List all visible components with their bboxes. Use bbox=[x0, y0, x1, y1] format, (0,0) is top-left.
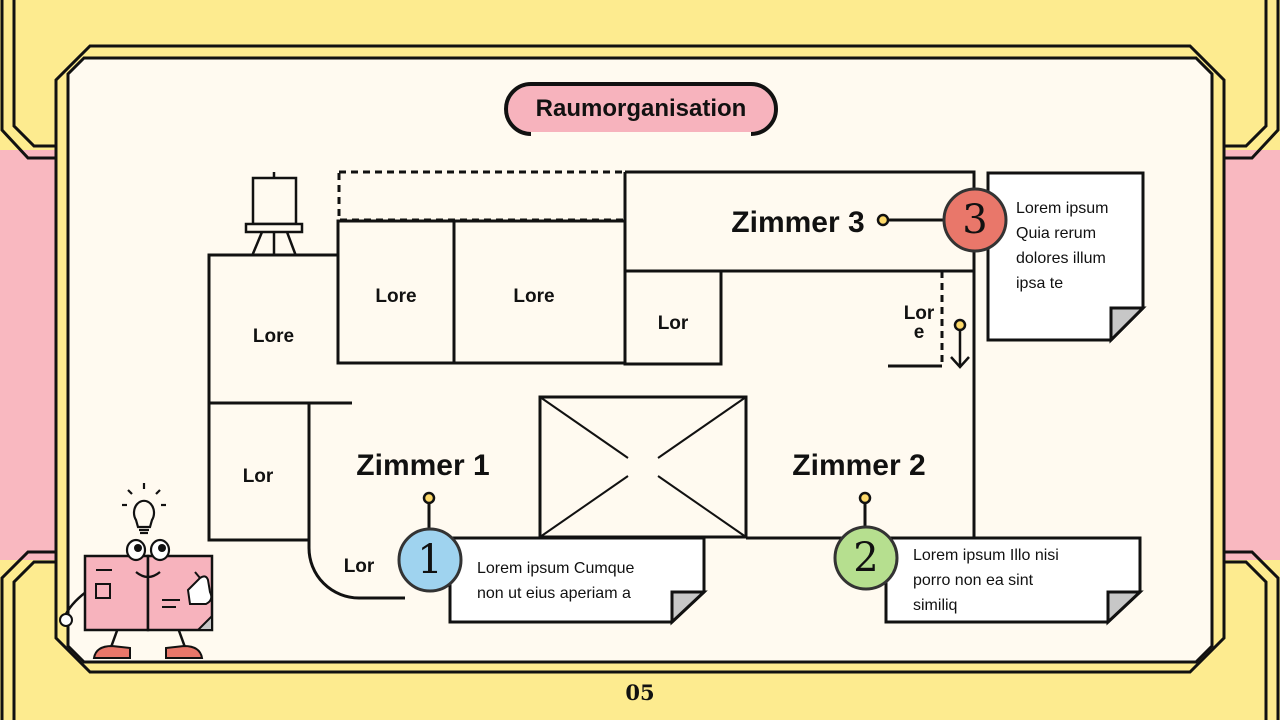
note-2-text: Lorem ipsum Illo nisi porro non ea sint … bbox=[913, 543, 1128, 618]
note-3-paper bbox=[986, 171, 1147, 344]
note-3-text: Lorem ipsum Quia rerum dolores illum ips… bbox=[1016, 196, 1136, 296]
note-2-line-1: Lorem ipsum Illo nisi bbox=[913, 547, 1059, 564]
room-label-zimmer-3: Zimmer 3 bbox=[731, 206, 865, 239]
room-label-right-lor-line1: Lor bbox=[903, 303, 935, 324]
room-label-right-lor-line2: e bbox=[913, 322, 925, 343]
room-label-mid-lor: Lor bbox=[657, 313, 689, 334]
floor-plan bbox=[207, 170, 976, 600]
badge-2-number: 2 bbox=[853, 535, 879, 581]
room-label-arc-lor: Lor bbox=[343, 556, 375, 577]
note-3-line-2: Quia rerum bbox=[1016, 225, 1097, 242]
room-label-left-lor: Lor bbox=[242, 466, 274, 487]
badge-1-circle bbox=[397, 527, 463, 593]
room-label-top-b: Lore bbox=[513, 286, 555, 307]
title-pill bbox=[504, 82, 778, 136]
badge-2-circle bbox=[833, 525, 899, 591]
note-2-paper bbox=[884, 536, 1144, 626]
badge-3-number: 3 bbox=[962, 197, 988, 243]
note-3-line-4: ipsa te bbox=[1016, 275, 1064, 292]
note-1-paper bbox=[448, 536, 708, 626]
easel-icon bbox=[244, 172, 304, 257]
note-1-text: Lorem ipsum Cumque non ut eius aperiam a bbox=[477, 556, 692, 606]
panel-inner bbox=[66, 56, 1214, 664]
down-arrow-icon bbox=[950, 318, 970, 369]
slide-title: Raumorganisation bbox=[535, 95, 747, 122]
badge-3-circle bbox=[942, 187, 1008, 253]
note-3-line-1: Lorem ipsum bbox=[1016, 200, 1109, 217]
connector-3 bbox=[876, 213, 944, 227]
note-2-line-2: porro non ea sint bbox=[913, 572, 1034, 589]
lightbulb-icon bbox=[122, 483, 166, 535]
right-pink-strip bbox=[1220, 150, 1280, 560]
note-1-line-1: Lorem ipsum Cumque bbox=[477, 560, 635, 577]
note-2-line-3: similiq bbox=[913, 597, 958, 614]
room-label-zimmer-1: Zimmer 1 bbox=[356, 449, 490, 482]
book-mascot-illustration bbox=[59, 483, 214, 659]
badge-1-number: 1 bbox=[417, 537, 443, 583]
note-1-line-2: non ut eius aperiam a bbox=[477, 585, 631, 602]
left-pink-strip bbox=[0, 150, 60, 560]
connector-1 bbox=[422, 491, 436, 528]
connector-2 bbox=[858, 491, 872, 528]
room-label-left-top: Lore bbox=[252, 326, 295, 347]
note-3-line-3: dolores illum bbox=[1016, 250, 1106, 267]
room-label-zimmer-2: Zimmer 2 bbox=[792, 449, 926, 482]
room-label-top-a: Lore bbox=[375, 286, 417, 307]
page-number: 05 bbox=[625, 680, 655, 705]
